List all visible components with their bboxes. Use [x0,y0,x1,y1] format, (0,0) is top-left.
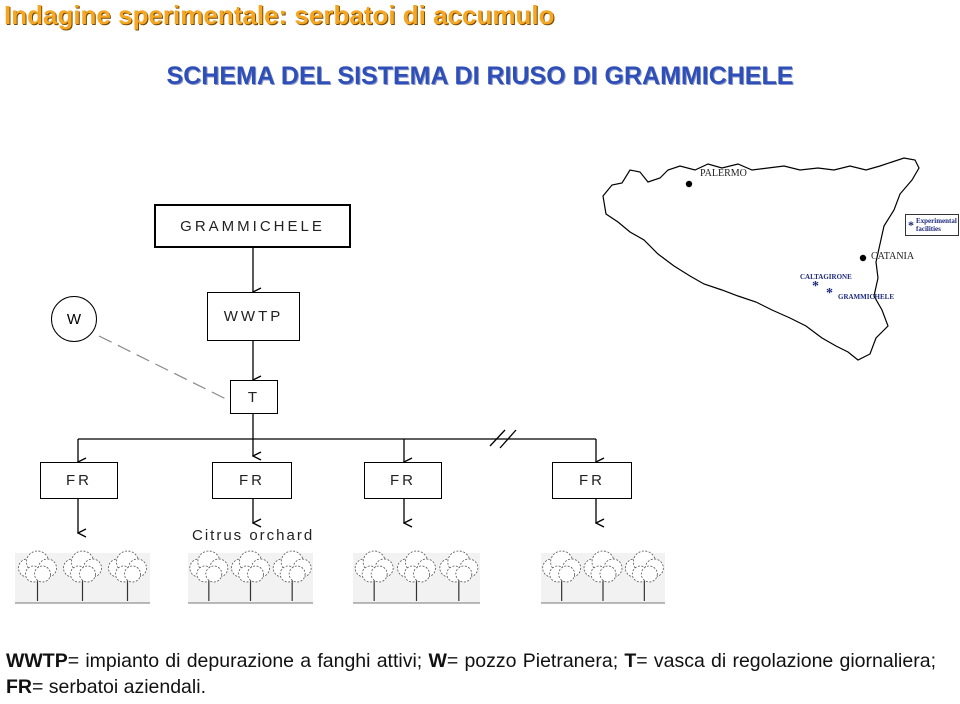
page-title: Indagine sperimentale: serbatoi di accum… [4,0,555,30]
well-pipe-dashed [98,335,233,403]
citrus-tree-icon [397,550,436,601]
citrus-tree-icon [542,550,582,601]
citrus-tree-icon [18,550,57,601]
caption-term-wwtp: WWTP [6,650,68,672]
map-label-grammichele: GRAMMICHELE [838,293,894,301]
citrus-tree-icon [583,550,623,601]
citrus-tree-icon [272,550,312,601]
citrus-tree-icon [624,550,664,601]
grammichele-marker-icon: * [826,286,833,301]
well-circle: W [51,296,97,342]
page-subtitle: SCHEMA DEL SISTEMA DI RIUSO DI GRAMMICHE… [166,62,794,90]
grammichele-town-box: GRAMMICHELE [154,204,351,248]
sicily-map [602,157,920,361]
caption: WWTP= impianto di depurazione a fanghi a… [6,648,936,700]
citrus-tree-icon [108,550,147,601]
map-label-caltagirone: CALTAGIRONE [800,273,852,281]
tank-box: T [230,380,278,414]
caption-def-w: = pozzo Pietranera; [446,650,625,672]
caption-def-t: = vasca di regolazione giornaliera; [636,650,936,672]
caption-term-w: W [428,650,447,672]
legend-label: Experimental facilities [916,217,957,233]
caption-term-t: T [624,650,637,672]
citrus-orchard-illustration [15,550,665,604]
farm-tank-3: FR [364,462,442,499]
farm-tank-4: FR [552,462,632,499]
map-label-palermo: PALERMO [700,168,747,179]
wwtp-box: WWTP [207,292,300,341]
citrus-tree-icon [354,550,394,601]
citrus-tree-icon [63,550,102,601]
map-label-catania: CATANIA [871,251,915,262]
pipe-break-1 [489,429,506,447]
orchard-label: Citrus orchard [192,527,315,544]
caltagirone-marker-icon: * [812,279,819,294]
caption-def-wwtp: = impianto di depurazione a fanghi attiv… [67,650,429,672]
citrus-tree-icon [231,550,270,601]
pipe-break-2 [499,429,517,449]
caption-term-fr: FR [6,676,32,698]
farm-tank-2: FR [212,462,292,499]
citrus-tree-icon [439,550,479,601]
map-legend: * Experimental facilities [905,214,959,236]
farm-tank-1: FR [40,462,118,499]
palermo-dot [685,180,693,188]
caption-def-fr: = serbatoi aziendali. [32,676,206,698]
citrus-tree-icon [189,550,229,601]
legend-asterisk-icon: * [908,217,914,232]
sicily-coastline [602,157,920,361]
catania-dot [859,254,867,262]
